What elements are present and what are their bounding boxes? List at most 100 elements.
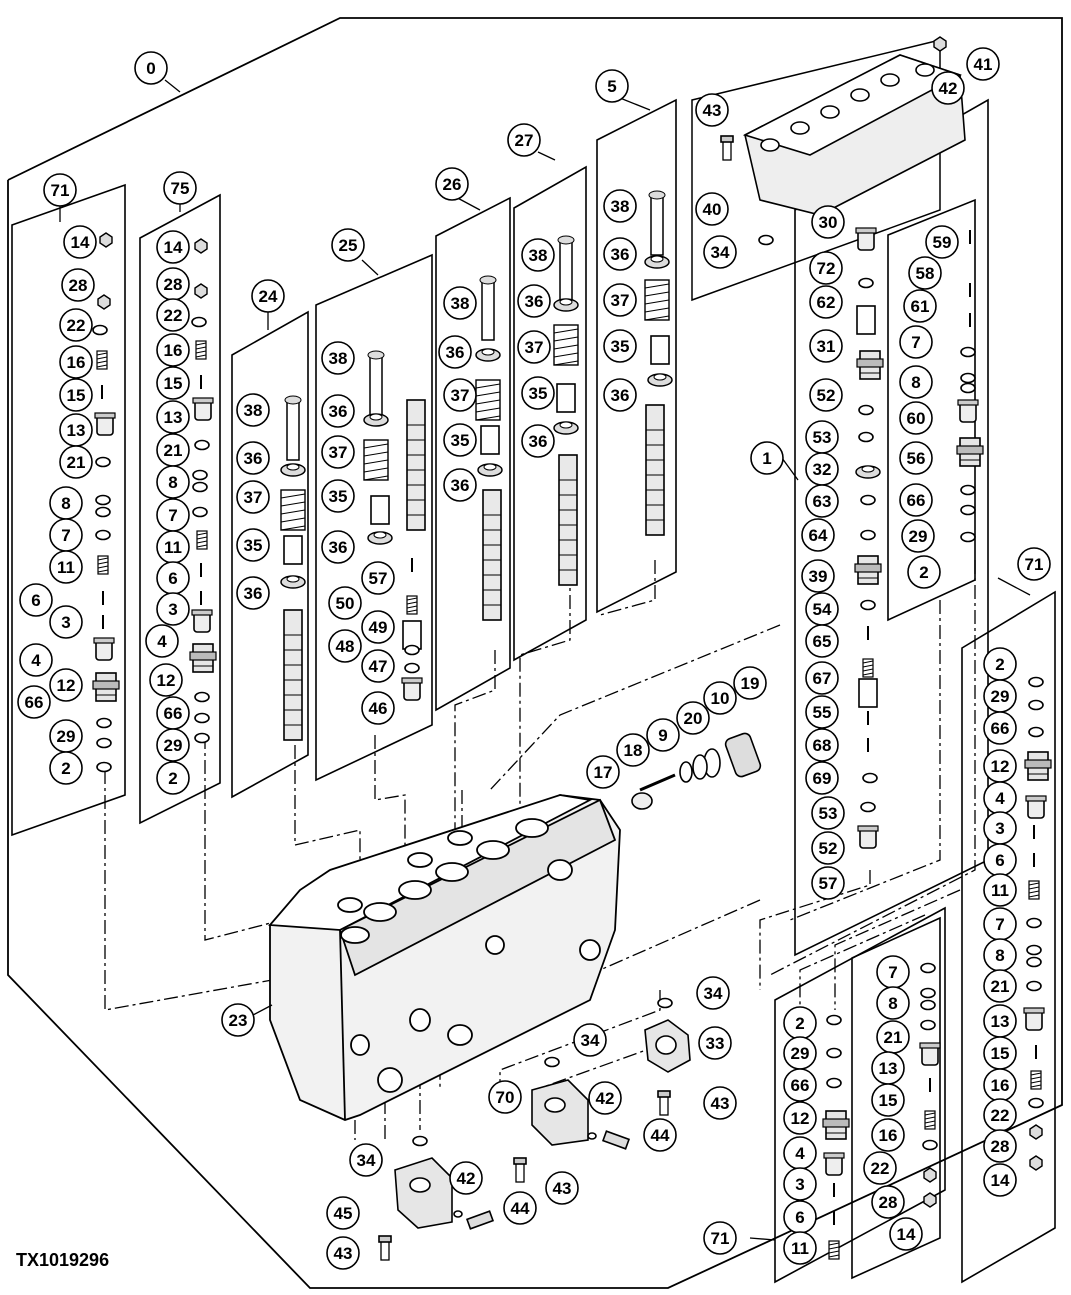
callout-c5: 5: [595, 69, 629, 103]
callout-c75: 75: [163, 171, 197, 205]
callout-c22a: 22: [59, 308, 93, 342]
callout-label: 13: [991, 1012, 1010, 1031]
callout-c69: 69: [805, 761, 839, 795]
callout-c15a: 15: [59, 378, 93, 412]
callout-c44b: 44: [503, 1191, 537, 1225]
callout-c37e: 37: [603, 283, 637, 317]
callout-c71c: 71: [703, 1221, 737, 1255]
callout-c22d: 22: [863, 1151, 897, 1185]
callout-label: 20: [684, 709, 703, 728]
callout-label: 44: [651, 1126, 670, 1145]
callout-label: 4: [795, 1144, 805, 1163]
callout-label: 64: [809, 526, 828, 545]
callout-c36c: 36: [321, 394, 355, 428]
callout-label: 35: [451, 431, 470, 450]
callout-c11b: 11: [156, 530, 190, 564]
callout-label: 50: [336, 594, 355, 613]
callout-label: 56: [907, 449, 926, 468]
callout-c18: 18: [616, 733, 650, 767]
outer-frame: [7, 17, 1063, 1289]
callout-label: 58: [916, 264, 935, 283]
callout-c66e: 66: [783, 1068, 817, 1102]
callout-label: 16: [67, 353, 86, 372]
callout-label: 54: [813, 600, 832, 619]
callout-label: 37: [611, 291, 630, 310]
callout-label: 67: [813, 669, 832, 688]
callout-c12d: 12: [783, 1101, 817, 1135]
callout-label: 27: [515, 131, 534, 150]
callout-label: 34: [581, 1031, 600, 1050]
callout-label: 48: [336, 637, 355, 656]
callout-label: 14: [164, 238, 183, 257]
callout-c21c: 21: [983, 969, 1017, 1003]
callout-c56: 56: [899, 441, 933, 475]
callout-label: 30: [819, 213, 838, 232]
callout-label: 21: [67, 453, 86, 472]
callout-c21a: 21: [59, 445, 93, 479]
callout-label: 10: [711, 689, 730, 708]
callout-label: 38: [244, 401, 263, 420]
callout-c1: 1: [750, 441, 784, 475]
callout-label: 34: [357, 1151, 376, 1170]
callout-c6a: 6: [19, 583, 53, 617]
callout-c13c: 13: [983, 1004, 1017, 1038]
callout-label: 57: [369, 569, 388, 588]
callout-c32: 32: [805, 452, 839, 486]
callout-c12a: 12: [49, 668, 83, 702]
callout-c8c: 8: [899, 365, 933, 399]
callout-c62: 62: [809, 285, 843, 319]
callout-label: 42: [596, 1089, 615, 1108]
callout-c35b: 35: [321, 479, 355, 513]
callout-label: 36: [525, 292, 544, 311]
callout-label: 42: [939, 79, 958, 98]
parts-spool-24: [280, 395, 306, 741]
callout-c43a: 43: [695, 93, 729, 127]
callout-c22b: 22: [156, 298, 190, 332]
callout-c21b: 21: [156, 433, 190, 467]
callout-label: 29: [791, 1044, 810, 1063]
callout-label: 11: [991, 881, 1009, 900]
figure-reference: TX1019296: [16, 1250, 110, 1270]
callout-label: 71: [1025, 555, 1044, 574]
callout-c34b: 34: [696, 976, 730, 1010]
callout-label: 2: [995, 655, 1004, 674]
callout-label: 75: [171, 179, 190, 198]
callout-label: 21: [884, 1028, 903, 1047]
callout-label: 61: [911, 297, 930, 316]
group-frame-71-left: [11, 183, 126, 837]
callout-label: 69: [813, 769, 832, 788]
callout-label: 52: [817, 386, 836, 405]
group-frame-26: [435, 196, 511, 712]
callout-c13d: 13: [871, 1051, 905, 1085]
callout-c3b: 3: [156, 592, 190, 626]
callout-label: 35: [611, 337, 630, 356]
callout-c53a: 53: [805, 420, 839, 454]
callout-label: 21: [991, 977, 1010, 996]
callout-c16b: 16: [156, 333, 190, 367]
parts-group-75: [189, 238, 217, 744]
callout-c39: 39: [801, 559, 835, 593]
callout-label: 28: [69, 276, 88, 295]
callout-label: 14: [71, 233, 90, 252]
callout-label: 26: [443, 175, 462, 194]
callout-c11d: 11: [783, 1231, 817, 1265]
callout-c43b: 43: [703, 1086, 737, 1120]
callout-label: 7: [995, 915, 1004, 934]
callout-label: 36: [451, 476, 470, 495]
callout-label: 36: [329, 538, 348, 557]
callout-c34c: 34: [573, 1023, 607, 1057]
callout-c25: 25: [331, 228, 365, 262]
callout-label: 3: [995, 819, 1004, 838]
callout-c57a: 57: [361, 561, 395, 595]
parts-group-71-right: [1023, 676, 1052, 1171]
callout-c72: 72: [809, 251, 843, 285]
callout-label: 13: [164, 408, 183, 427]
callout-c60: 60: [899, 401, 933, 435]
callout-c15d: 15: [871, 1083, 905, 1117]
callout-c43c: 43: [545, 1171, 579, 1205]
callout-c2d: 2: [983, 647, 1017, 681]
callout-label: 43: [334, 1244, 353, 1263]
callout-c8e: 8: [876, 986, 910, 1020]
callout-label: 19: [741, 674, 760, 693]
callout-c26: 26: [435, 167, 469, 201]
